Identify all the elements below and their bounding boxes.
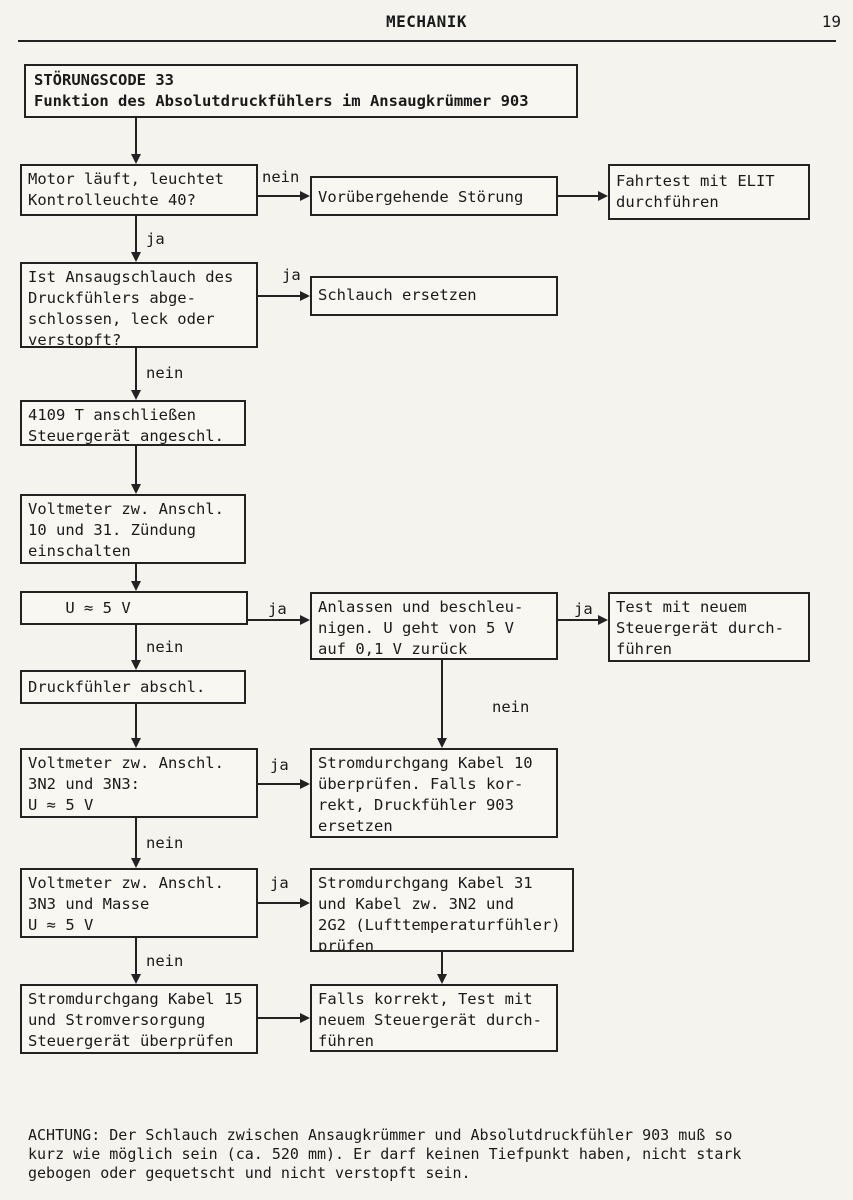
disconnect-sensor-box: Druckfühler abschl. bbox=[20, 670, 246, 704]
if-correct-test-box: Falls korrekt, Test mit neuem Steuergerä… bbox=[310, 984, 558, 1052]
branch-label: nein bbox=[146, 834, 184, 852]
branch-label: ja bbox=[574, 600, 593, 618]
branch-label: nein bbox=[262, 168, 300, 186]
branch-label: nein bbox=[492, 698, 530, 716]
voltmeter-10-31-box: Voltmeter zw. Anschl. 10 und 31. Zündung… bbox=[20, 494, 246, 564]
page-title: MECHANIK bbox=[385, 12, 468, 31]
title-box: STÖRUNGSCODE 33 Funktion des Absolutdruc… bbox=[24, 64, 578, 118]
page-number: 19 bbox=[821, 12, 841, 31]
branch-label: nein bbox=[146, 952, 184, 970]
connect-4109-box: 4109 T anschließen Steuergerät angeschl. bbox=[20, 400, 246, 446]
hose-question-box: Ist Ansaugschlauch des Druckfühlers abge… bbox=[20, 262, 258, 348]
branch-label: ja bbox=[268, 600, 287, 618]
branch-label: nein bbox=[146, 364, 184, 382]
motor-question-box: Motor läuft, leuchtet Kontrolleuchte 40? bbox=[20, 164, 258, 216]
warning-note: ACHTUNG: Der Schlauch zwischen Ansaugkrü… bbox=[28, 1126, 742, 1182]
replace-hose-box: Schlauch ersetzen bbox=[310, 276, 558, 316]
branch-label: ja bbox=[146, 230, 165, 248]
elit-test-box: Fahrtest mit ELIT durchführen bbox=[608, 164, 810, 220]
branch-label: ja bbox=[270, 874, 289, 892]
voltmeter-3n3-ground-box: Voltmeter zw. Anschl. 3N3 und Masse U ≈ … bbox=[20, 868, 258, 938]
header-rule bbox=[18, 40, 836, 42]
check-cable-10-box: Stromdurchgang Kabel 10 überprüfen. Fall… bbox=[310, 748, 558, 838]
branch-label: nein bbox=[146, 638, 184, 656]
start-accelerate-box: Anlassen und beschleu- nigen. U geht von… bbox=[310, 592, 558, 660]
branch-label: ja bbox=[282, 266, 301, 284]
check-cable-15-box: Stromdurchgang Kabel 15 und Stromversorg… bbox=[20, 984, 258, 1054]
check-cable-31-box: Stromdurchgang Kabel 31 und Kabel zw. 3N… bbox=[310, 868, 574, 952]
branch-label: ja bbox=[270, 756, 289, 774]
voltage-check-box: U ≈ 5 V bbox=[20, 591, 248, 625]
test-new-ecu-box: Test mit neuem Steuergerät durch- führen bbox=[608, 592, 810, 662]
voltmeter-3n2-3n3-box: Voltmeter zw. Anschl. 3N2 und 3N3: U ≈ 5… bbox=[20, 748, 258, 818]
temporary-fault-box: Vorübergehende Störung bbox=[310, 176, 558, 216]
